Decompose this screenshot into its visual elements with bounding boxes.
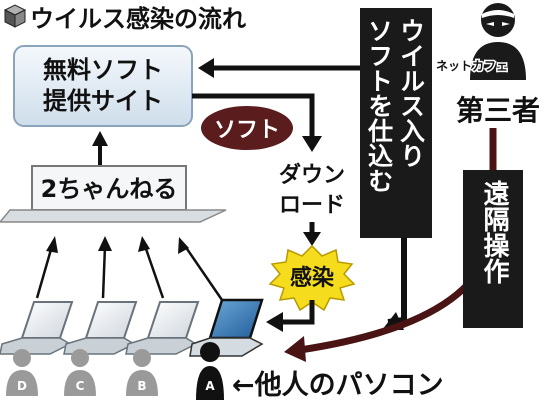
- arrowheads-users-to-board: [46, 236, 189, 254]
- arrow-infection-to-pc: [266, 300, 315, 332]
- person-icon: [126, 349, 158, 396]
- user-a: A: [189, 298, 264, 400]
- virus-banner-col1: ウイルス入り: [397, 18, 426, 168]
- infection-label: 感染: [290, 265, 334, 291]
- infection-burst: 感染: [268, 244, 356, 312]
- person-icon: [6, 349, 38, 396]
- board-box: 2ちゃんねる: [0, 165, 227, 223]
- site-box: 無料ソフト 提供サイト: [13, 45, 193, 127]
- users: D C B: [0, 298, 264, 400]
- user-a-label: A: [205, 379, 215, 393]
- person-icon: [196, 342, 224, 400]
- user-c: C: [63, 301, 138, 396]
- cube-icon: [3, 4, 27, 28]
- user-b-label: B: [137, 379, 146, 393]
- third-party: ネットカフェ 第三者: [435, 3, 540, 127]
- title: ウイルス感染の流れ: [3, 4, 246, 33]
- board-label: 2ちゃんねる: [41, 175, 178, 203]
- third-party-label: 第三者: [456, 94, 540, 127]
- user-d-label: D: [17, 379, 27, 393]
- remote-banner: 遠隔操作: [463, 170, 523, 328]
- soft-badge: ソフト: [201, 106, 293, 150]
- user-c-label: C: [76, 379, 85, 393]
- virus-banner: ウイルス入り ソフトを仕込む: [360, 8, 432, 238]
- download-label-2: ロード: [279, 193, 345, 218]
- arrow-virus-to-pc: [382, 238, 407, 330]
- laptop-icon: [189, 298, 264, 357]
- title-text: ウイルス感染の流れ: [30, 5, 246, 33]
- site-label-1: 無料ソフト: [43, 56, 163, 84]
- user-b: B: [125, 301, 200, 396]
- arrow-download-to-infection: [303, 222, 321, 246]
- other-pc-label: ←他人のパソコン: [232, 370, 444, 401]
- net-cafe-label: ネットカフェ: [436, 59, 508, 73]
- download-label-1: ダウン: [279, 162, 345, 188]
- soft-badge-label: ソフト: [214, 118, 280, 143]
- virus-banner-col2: ソフトを仕込む: [365, 18, 395, 193]
- arrows-users-to-board: [35, 245, 224, 301]
- arrow-board-to-site: [92, 131, 108, 166]
- arrow-site-to-download: [192, 93, 322, 152]
- laptop-icon: [63, 301, 138, 355]
- arrow-to-site: [198, 58, 365, 78]
- user-d: D: [0, 301, 74, 396]
- remote-banner-label: 遠隔操作: [479, 180, 509, 284]
- person-icon: [64, 349, 96, 396]
- hacker-icon: [470, 3, 526, 80]
- laptop-icon: [0, 301, 74, 355]
- download-label: ダウン ロード: [279, 162, 345, 218]
- site-label-2: 提供サイト: [43, 87, 163, 115]
- laptop-icon: [125, 301, 200, 355]
